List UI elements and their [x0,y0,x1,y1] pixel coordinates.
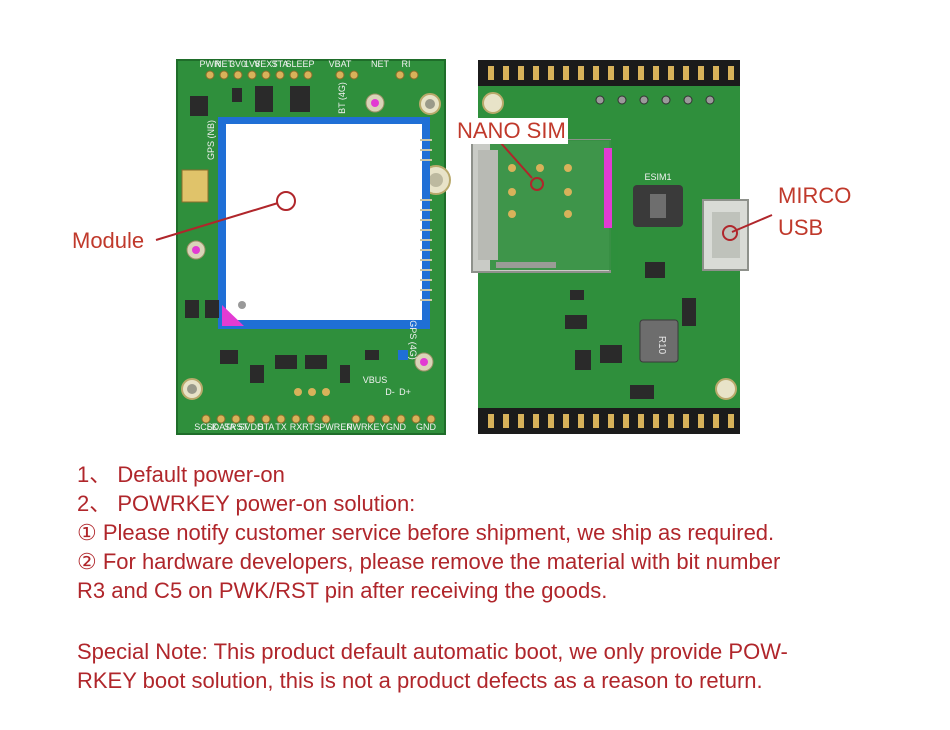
silk-b8: PWREN [319,422,353,432]
left-silkscreen: PWR NET 3V0 1V8 VEXT STA SLEEP VBAT NET … [200,59,419,397]
left-cap [181,169,209,203]
right-mount-holes [482,92,737,400]
silk-net-2: NET [371,59,390,69]
header-pins [488,66,734,428]
silk-b4: STA [258,422,275,432]
silk-b7: RTS [302,422,320,432]
silk-ri: RI [402,59,411,69]
silk-sleep: SLEEP [285,59,314,69]
note-line-4b: R3 and C5 on PWK/RST pin after receiving… [77,578,608,603]
left-bottom-silkscreen: SCLK SDATA SRST SVDD STA TX RX RTS PWREN… [194,422,436,432]
right-components [565,262,696,399]
silk-gps-nb: GPS (NB) [206,120,216,160]
note-line-4a: ② For hardware developers, please remove… [77,549,781,574]
module-leader-line [155,202,279,241]
silk-b0: SCLK [194,422,218,432]
cellular-module [218,117,430,329]
product-diagram: PWR NET 3V0 1V8 VEXT STA SLEEP VBAT NET … [72,59,852,435]
silk-bt: BT (4G) [337,82,347,114]
silk-r10: R10 [656,336,667,355]
note-line-1: 1、 Default power-on [77,462,285,487]
usb-label: USB [778,215,824,240]
special-note-a: Special Note: This product default autom… [77,639,788,664]
pcb-illustration: PWR NET 3V0 1V8 VEXT STA SLEEP VBAT NET … [155,59,773,435]
silk-vbus: VBUS [363,375,388,385]
silk-1v8: 1V8 [244,59,260,69]
module-pads [420,139,432,301]
silk-3v0: 3V0 [230,59,246,69]
usb-leader-line [731,214,773,233]
silk-vbat: VBAT [329,59,352,69]
callout-leaders [155,141,773,241]
silk-vext: VEXT [254,59,278,69]
silk-b11: GND [416,422,437,432]
left-jumper-pads [294,388,330,396]
note-line-3: ① Please notify customer service before … [77,520,775,545]
left-top-components [190,86,310,116]
silk-b2: SRST [224,422,249,432]
silk-esim: ESIM1 [644,172,671,182]
usb-leader-circle [722,225,738,241]
silk-sta: STA [272,59,289,69]
silk-gps-4g: GPS (4G) [408,320,418,360]
left-bottom-components [185,300,408,383]
note-line-2: 2、 POWRKEY power-on solution: [77,491,416,516]
silk-b9: PWRKEY [346,422,385,432]
module-face [226,124,422,320]
notes-text: 1、 Default power-on 2、 POWRKEY power-on … [77,460,937,695]
right-board-back: ESIM1 R10 [471,60,749,434]
esim-chip: ESIM1 [633,172,683,227]
special-note-b: RKEY boot solution, this is not a produc… [77,668,763,693]
left-bottom-pads [201,414,436,424]
silk-b5: TX [275,422,287,432]
sim-leader-line [499,141,533,179]
inductor-r10: R10 [639,319,679,363]
silk-net: NET [215,59,234,69]
silk-b10: GND [386,422,407,432]
micro-usb-port [702,199,749,271]
sim-leader-circle [530,177,544,191]
module-label: Module [72,228,145,253]
silk-dplus: D+ [399,387,411,397]
nano-sim-label: NANO SIM [455,118,568,144]
silk-b6: RX [290,422,303,432]
silk-dminus: D- [385,387,395,397]
mirco-label: MIRCO [778,183,852,208]
module-leader-circle [276,191,296,211]
silk-pwr: PWR [200,59,221,69]
silk-b1: SDATA [207,422,236,432]
left-top-pads [205,70,419,80]
right-vias [595,95,715,105]
silk-b3: SVDD [238,422,264,432]
antenna-connectors [186,93,434,372]
left-board-front: PWR NET 3V0 1V8 VEXT STA SLEEP VBAT NET … [176,59,451,435]
nano-sim-holder [471,139,618,273]
